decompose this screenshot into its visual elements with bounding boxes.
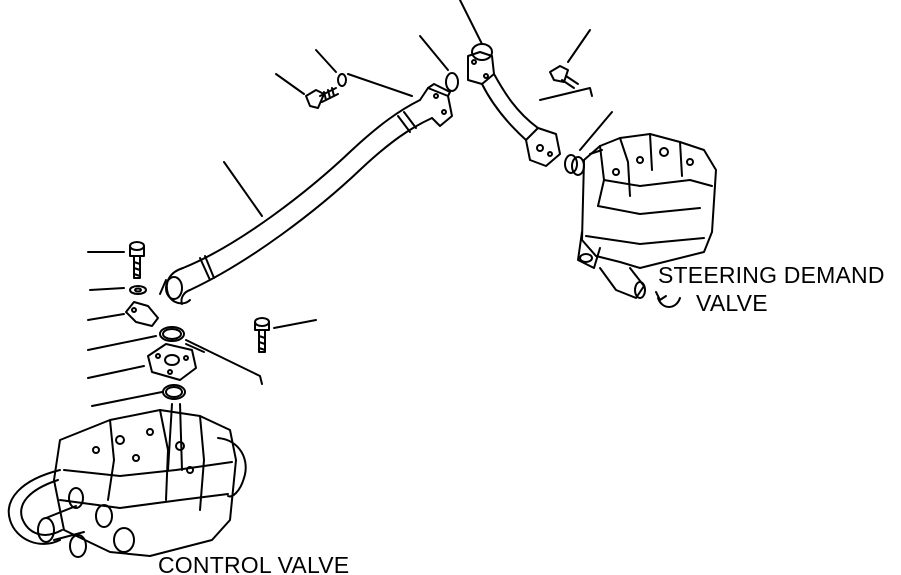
upper-fasteners	[305, 65, 593, 174]
tube-assembly	[467, 43, 561, 167]
control-valve-label: CONTROL VALVE	[158, 552, 350, 575]
steering-demand-valve-label: STEERING DEMAND	[658, 262, 885, 288]
lower-fasteners	[125, 241, 270, 400]
steering-demand-valve	[571, 133, 717, 299]
control-valve	[7, 403, 247, 558]
steering-demand-valve-label-line2: VALVE	[696, 290, 768, 316]
leader-lines	[87, 0, 613, 407]
hose-assembly	[159, 83, 453, 305]
